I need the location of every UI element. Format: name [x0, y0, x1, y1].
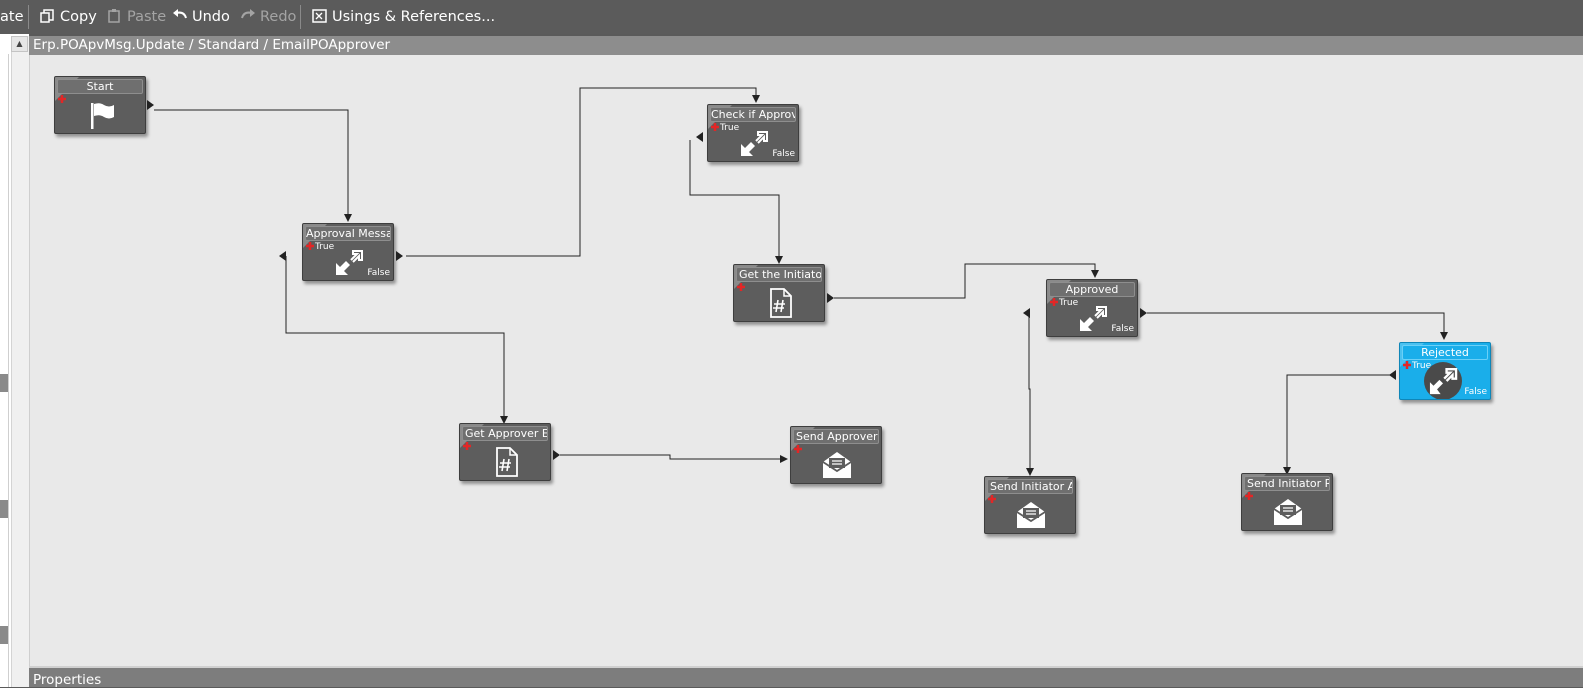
- node-title: Get Approver Emai: [462, 426, 548, 441]
- node-title: Approved: [1049, 282, 1135, 297]
- paste-label: Paste: [127, 9, 167, 25]
- connector-lines: [154, 87, 1448, 476]
- workflow-node-approved[interactable]: Approved True False: [1046, 279, 1138, 337]
- undo-icon: [173, 9, 187, 19]
- node-title: Start: [57, 79, 143, 94]
- redo-label: Redo: [260, 9, 297, 25]
- false-branch-label: False: [772, 149, 795, 159]
- update-button[interactable]: ate: [0, 0, 24, 34]
- paste-button[interactable]: Paste: [107, 0, 166, 34]
- true-branch-label: True: [315, 242, 335, 252]
- workflow-node-rejected[interactable]: Rejected True False: [1399, 342, 1491, 400]
- workflow-node-approval-message[interactable]: Approval Message True False: [302, 223, 394, 281]
- connector-check-false-to-get-initiator: [689, 140, 783, 264]
- copy-icon: [40, 9, 54, 23]
- workflow-node-get-initiator-email[interactable]: Get the Initiator Em: [733, 264, 825, 322]
- connector-approval-false-to-get-approver: [285, 256, 508, 424]
- expand-plus-icon[interactable]: [462, 441, 472, 451]
- breadcrumb: Erp.POApvMsg.Update / Standard / EmailPO…: [33, 37, 391, 53]
- condition-icon: [1424, 362, 1462, 399]
- condition-icon: [1080, 306, 1107, 331]
- node-title: Check if Approved: [710, 107, 796, 122]
- toolbar-separator: [28, 5, 29, 29]
- connector-get-initiator-to-approved: [834, 263, 1099, 299]
- true-branch-label: True: [1059, 298, 1079, 308]
- collapsed-panel-tab[interactable]: [0, 374, 8, 392]
- redo-icon: [241, 9, 255, 19]
- designer-title-bar: Erp.POApvMsg.Update / Standard / EmailPO…: [29, 36, 1583, 55]
- node-title: Approval Message: [305, 226, 391, 241]
- node-title: Rejected: [1402, 345, 1488, 360]
- properties-panel-header[interactable]: Properties: [29, 666, 1583, 688]
- copy-button[interactable]: Copy: [40, 0, 97, 34]
- true-branch-label: True: [720, 123, 740, 133]
- connector-start-to-approval: [154, 109, 352, 222]
- panel-divider: [8, 54, 9, 687]
- email-icon: [1016, 502, 1046, 528]
- undo-button[interactable]: Undo: [172, 0, 230, 34]
- update-label: ate: [0, 9, 24, 25]
- workflow-node-get-approver-email[interactable]: Get Approver Emai: [459, 423, 551, 481]
- node-title: Send Approver Em: [793, 429, 879, 444]
- input-port[interactable]: [1389, 370, 1396, 380]
- left-panel: ▲: [0, 34, 29, 687]
- input-port[interactable]: [279, 251, 286, 261]
- paste-icon: [108, 9, 120, 23]
- set-variable-icon: [770, 288, 792, 318]
- connector-approval-true-to-check: [406, 87, 760, 257]
- connector-approved-true-to-rejected: [1147, 312, 1448, 340]
- expand-plus-icon[interactable]: [1244, 491, 1254, 501]
- set-variable-icon: [496, 447, 518, 477]
- collapsed-panel-tab[interactable]: [0, 500, 8, 518]
- output-port[interactable]: [553, 450, 560, 460]
- references-icon: [312, 9, 327, 23]
- expand-plus-icon[interactable]: [710, 122, 720, 132]
- workflow-canvas[interactable]: [29, 55, 1583, 666]
- output-port-true[interactable]: [1140, 308, 1147, 318]
- workflow-node-start[interactable]: Start: [54, 76, 146, 134]
- node-title: Send Initiator Appr: [987, 479, 1073, 494]
- connector-approved-false-to-send-init-appr: [1026, 313, 1034, 476]
- expand-plus-icon[interactable]: [1402, 360, 1412, 370]
- flag-icon: [91, 103, 114, 129]
- input-port[interactable]: [1023, 308, 1030, 318]
- false-branch-label: False: [1111, 324, 1134, 334]
- output-port[interactable]: [147, 100, 154, 110]
- condition-icon: [741, 131, 768, 156]
- redo-button[interactable]: Redo: [240, 0, 296, 34]
- usings-references-button[interactable]: Usings & References...: [312, 0, 495, 34]
- expand-plus-icon[interactable]: [987, 494, 997, 504]
- scroll-up-arrow-icon[interactable]: ▲: [11, 36, 28, 52]
- workflow-node-send-initiator-approved[interactable]: Send Initiator Appr: [984, 476, 1076, 534]
- toolbar-separator: [300, 5, 301, 29]
- email-icon: [1273, 499, 1303, 525]
- node-title: Get the Initiator Em: [736, 267, 822, 282]
- toolbar: ate Copy Paste Undo Redo Usings & Refere…: [0, 0, 1583, 34]
- expand-plus-icon[interactable]: [305, 241, 315, 251]
- expand-plus-icon[interactable]: [57, 94, 67, 104]
- false-branch-label: False: [1464, 387, 1487, 397]
- properties-label: Properties: [33, 672, 102, 688]
- expand-plus-icon[interactable]: [736, 282, 746, 292]
- email-icon: [822, 452, 852, 478]
- output-port[interactable]: [827, 293, 834, 303]
- connector-rejected-false-to-send-init-rej: [1283, 374, 1392, 475]
- expand-plus-icon[interactable]: [793, 444, 803, 454]
- collapsed-panel-tab[interactable]: [0, 626, 8, 644]
- output-port-true[interactable]: [396, 251, 403, 261]
- node-title: Send Initiator Rejec: [1244, 476, 1330, 491]
- workflow-node-send-initiator-rejected[interactable]: Send Initiator Rejec: [1241, 473, 1333, 531]
- workflow-node-check-if-approved[interactable]: Check if Approved True False: [707, 104, 799, 162]
- usings-references-label: Usings & References...: [332, 9, 496, 25]
- undo-label: Undo: [192, 9, 230, 25]
- false-branch-label: False: [367, 268, 390, 278]
- condition-icon: [336, 250, 363, 275]
- copy-label: Copy: [60, 9, 97, 25]
- workflow-node-send-approver-email[interactable]: Send Approver Em: [790, 426, 882, 484]
- input-port[interactable]: [696, 132, 703, 142]
- vertical-scrollbar[interactable]: [11, 36, 29, 687]
- connector-get-approver-to-send-approver: [560, 454, 788, 463]
- expand-plus-icon[interactable]: [1049, 297, 1059, 307]
- true-branch-label: True: [1412, 361, 1432, 371]
